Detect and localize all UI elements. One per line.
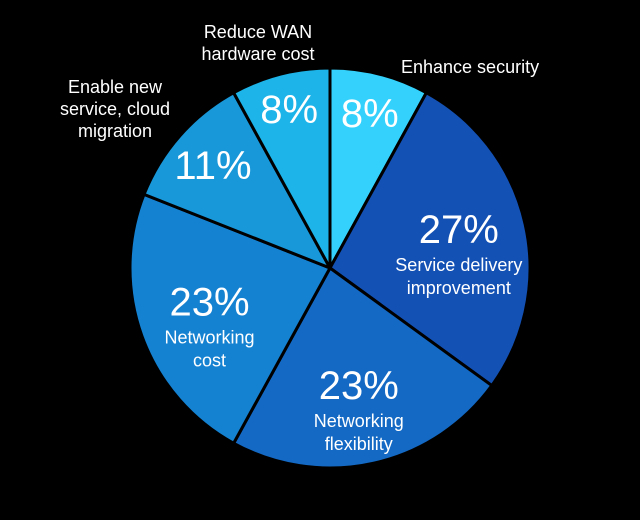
slice-category-label: Networking bbox=[314, 411, 404, 431]
slice-value-label: 27% bbox=[419, 208, 499, 252]
pie-slice bbox=[328, 91, 532, 388]
slice-category-label: Networking bbox=[165, 327, 255, 347]
slice-value-label: 11% bbox=[174, 144, 251, 188]
slice-category-label: cost bbox=[193, 350, 226, 370]
pie-slice bbox=[142, 91, 332, 270]
slice-category-label: Enhance security bbox=[401, 57, 539, 77]
slice-category-label: Enable new bbox=[68, 77, 163, 97]
pie-slice bbox=[128, 192, 332, 445]
slice-category-label: service, cloud bbox=[60, 99, 170, 119]
slice-value-label: 8% bbox=[260, 88, 318, 132]
pie-slice bbox=[232, 266, 494, 470]
slice-value-label: 23% bbox=[170, 280, 250, 324]
slice-category-label: flexibility bbox=[325, 434, 393, 454]
slice-category-label: Service delivery bbox=[395, 255, 522, 275]
pie-slice bbox=[232, 66, 332, 270]
slice-category-label: hardware cost bbox=[201, 44, 314, 64]
slice-category-label: improvement bbox=[407, 278, 511, 298]
slice-value-label: 23% bbox=[319, 364, 399, 408]
slice-value-label: 8% bbox=[341, 92, 399, 136]
slice-category-label: Reduce WAN bbox=[204, 22, 312, 42]
pie-slice bbox=[328, 66, 428, 270]
slice-category-label: migration bbox=[78, 121, 152, 141]
